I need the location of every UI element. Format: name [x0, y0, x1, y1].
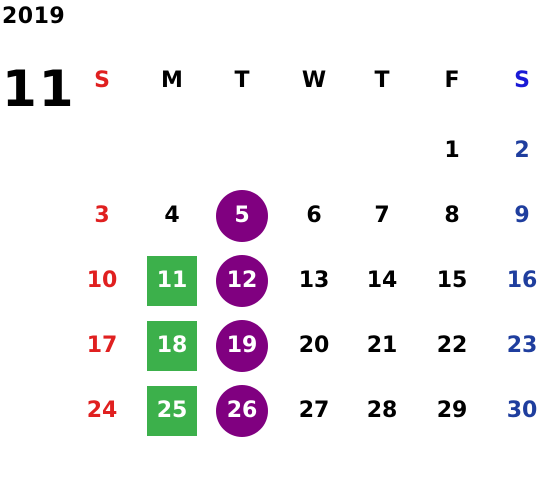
weekday-header: T: [374, 68, 390, 93]
day-cell[interactable]: 12: [226, 268, 258, 293]
day-cell[interactable]: 7: [374, 203, 390, 228]
day-cell[interactable]: 17: [86, 333, 118, 358]
highlight-square: [147, 386, 197, 436]
day-cell[interactable]: 26: [226, 398, 258, 423]
weekday-header: W: [301, 68, 327, 93]
highlight-square: [147, 256, 197, 306]
day-cell[interactable]: 6: [306, 203, 322, 228]
day-cell[interactable]: 11: [156, 268, 188, 293]
day-cell[interactable]: 24: [86, 398, 118, 423]
day-cell[interactable]: 10: [86, 268, 118, 293]
day-cell[interactable]: 23: [506, 333, 538, 358]
day-cell[interactable]: 8: [444, 203, 460, 228]
day-cell[interactable]: 16: [506, 268, 538, 293]
weekday-header: S: [514, 68, 530, 93]
day-cell[interactable]: 20: [298, 333, 330, 358]
day-cell[interactable]: 5: [234, 203, 250, 228]
day-cell[interactable]: 19: [226, 333, 258, 358]
day-cell[interactable]: 21: [366, 333, 398, 358]
month-label: 11: [2, 60, 76, 118]
day-cell[interactable]: 13: [298, 268, 330, 293]
day-cell[interactable]: 18: [156, 333, 188, 358]
day-cell[interactable]: 30: [506, 398, 538, 423]
day-cell[interactable]: 28: [366, 398, 398, 423]
highlight-circle: [216, 385, 268, 437]
highlight-square: [147, 321, 197, 371]
day-cell[interactable]: 9: [514, 203, 530, 228]
highlight-circle: [216, 255, 268, 307]
day-cell[interactable]: 27: [298, 398, 330, 423]
day-cell[interactable]: 25: [156, 398, 188, 423]
weekday-header: M: [161, 68, 183, 93]
weekday-header: T: [234, 68, 250, 93]
weekday-header: F: [444, 68, 460, 93]
day-cell[interactable]: 14: [366, 268, 398, 293]
year-label: 2019: [2, 4, 66, 29]
day-cell[interactable]: 3: [94, 203, 110, 228]
day-cell[interactable]: 15: [436, 268, 468, 293]
highlight-circle: [216, 320, 268, 372]
day-cell[interactable]: 29: [436, 398, 468, 423]
day-cell[interactable]: 22: [436, 333, 468, 358]
day-cell[interactable]: 2: [514, 138, 530, 163]
day-cell[interactable]: 1: [444, 138, 460, 163]
day-cell[interactable]: 4: [164, 203, 180, 228]
highlight-circle: [216, 190, 268, 242]
weekday-header: S: [94, 68, 110, 93]
